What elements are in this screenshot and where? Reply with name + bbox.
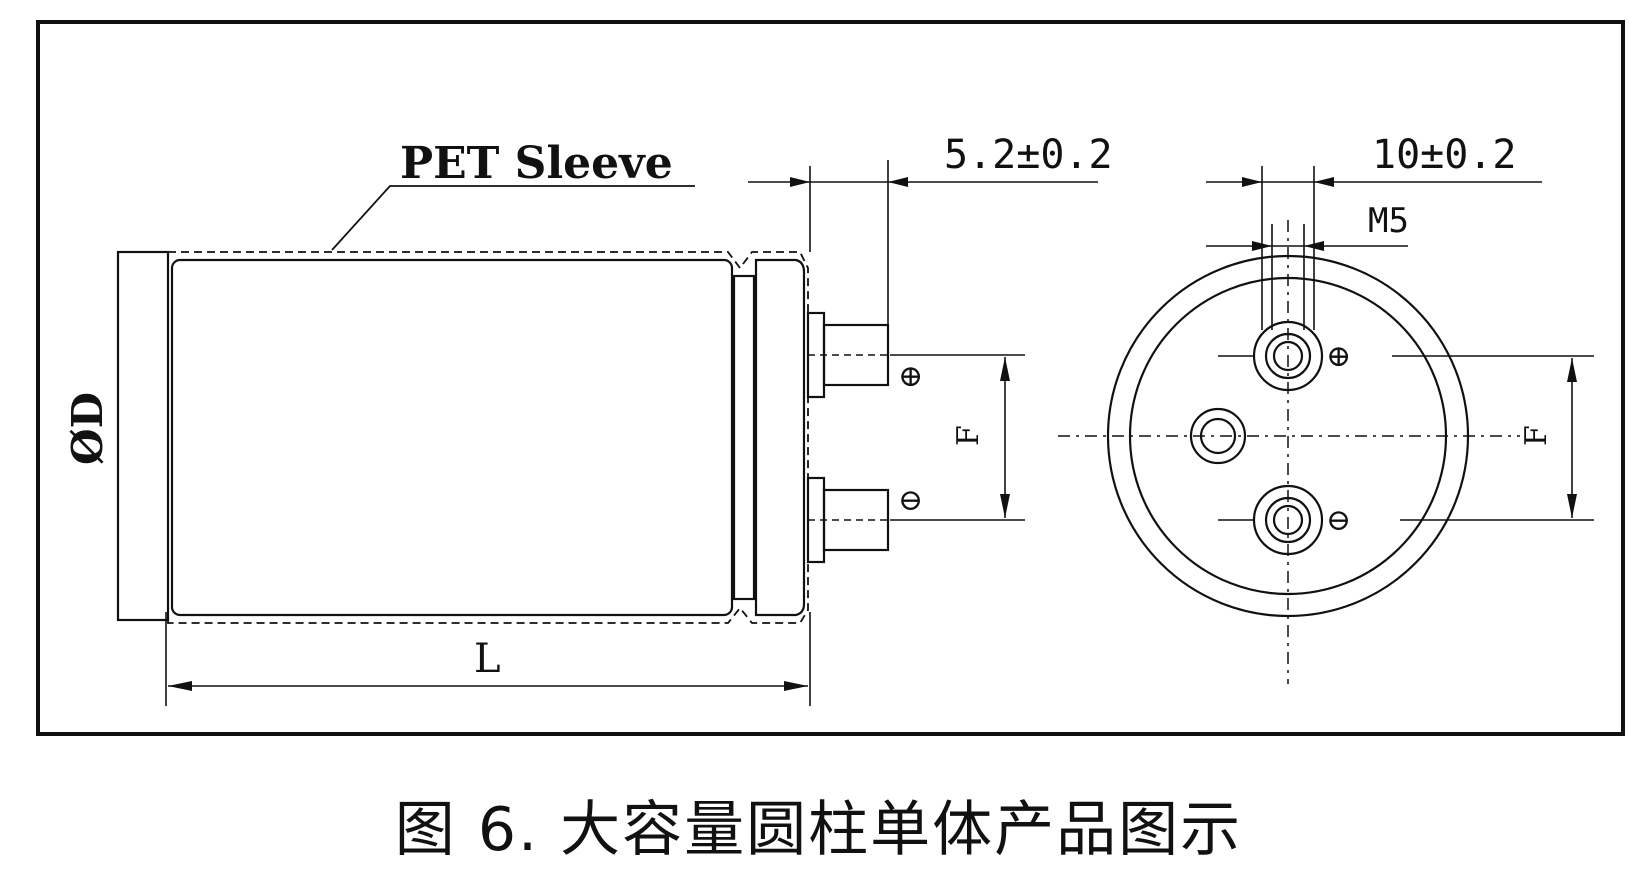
diameter-label: ØD (63, 392, 112, 465)
polarity-plus-side: ⊕ (898, 359, 923, 394)
pet-sleeve-label: PET Sleeve (400, 138, 673, 189)
terminal-spacing-label: 10±0.2 (1372, 132, 1517, 178)
figure-caption: 图 6. 大容量圆柱单体产品图示 (394, 795, 1243, 865)
pitch-end-label: F (1519, 425, 1554, 446)
can-top (754, 258, 806, 617)
terminal-length-label: 5.2±0.2 (944, 132, 1113, 178)
side-view (116, 160, 1098, 706)
can-base (116, 250, 170, 622)
polarity-plus-end: ⊕ (1326, 339, 1351, 374)
drawing-frame (36, 20, 1625, 736)
thread-label: M5 (1368, 201, 1409, 241)
end-view (1058, 166, 1594, 684)
can-groove (732, 274, 756, 601)
pitch-side-label: F (951, 425, 986, 446)
end-arrows (1242, 177, 1577, 518)
length-label: L (474, 636, 501, 682)
pet-sleeve-outline (167, 251, 809, 624)
can-body (170, 258, 734, 617)
sleeve-leader (331, 185, 695, 251)
polarity-minus-side: ⊖ (898, 483, 923, 518)
polarity-minus-end: ⊖ (1326, 503, 1351, 538)
pressure-vent (1189, 407, 1247, 465)
side-arrows (168, 177, 1010, 691)
